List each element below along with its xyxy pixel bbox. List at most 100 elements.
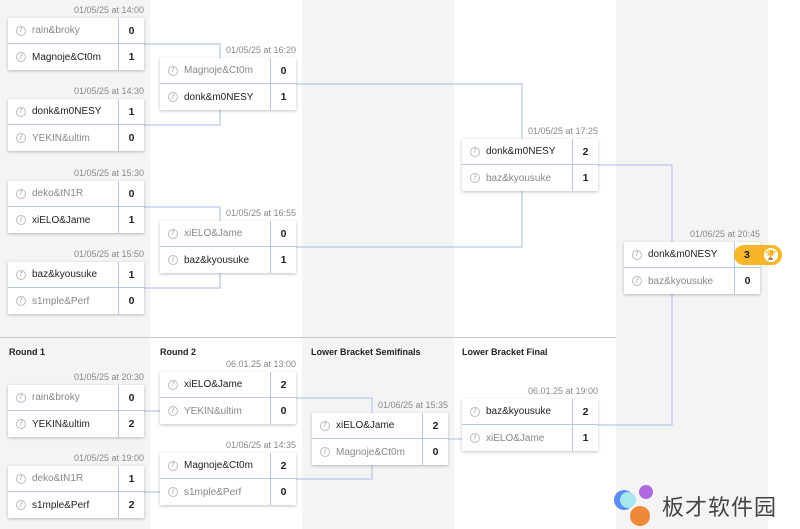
team-name: donk&m0NESY xyxy=(486,146,556,157)
team-score: 0 xyxy=(118,17,144,44)
team-logo-icon: f xyxy=(470,146,480,157)
team-score: 2 xyxy=(270,371,296,398)
match-time: 01/05/25 at 14:00 xyxy=(73,5,144,15)
team-score: 1 xyxy=(118,44,144,70)
match-time: 01/05/25 at 19:00 xyxy=(73,453,144,463)
team-row[interactable]: f deko&tN1R 0 xyxy=(8,180,144,207)
match-time: 01/05/25 at 15:30 xyxy=(73,168,144,178)
team-logo-icon: f xyxy=(16,269,26,280)
team-name: deko&tN1R xyxy=(32,473,84,484)
header-lower-final: Lower Bracket Final xyxy=(462,347,548,357)
team-name: deko&tN1R xyxy=(32,188,84,199)
match-time: 01/05/25 at 14:30 xyxy=(73,86,144,96)
team-name: YEKIN&ultim xyxy=(32,132,90,144)
team-name: YEKIN&ultim xyxy=(184,405,242,417)
team-name: rain&broky xyxy=(32,25,80,36)
team-name: donk&m0NESY xyxy=(184,91,254,103)
team-score: 0 xyxy=(270,220,296,247)
match-time: 06.01.25 at 13:00 xyxy=(225,359,296,369)
team-name: baz&kyousuke xyxy=(32,269,98,280)
team-logo-icon: f xyxy=(16,296,26,306)
team-logo-icon: f xyxy=(16,133,26,143)
team-score: 0 xyxy=(118,288,144,314)
match-time: 01/05/25 at 15:50 xyxy=(73,249,144,259)
team-score: 2 xyxy=(118,411,144,437)
team-logo-icon: f xyxy=(168,65,178,76)
team-logo-icon: f xyxy=(16,215,26,225)
team-logo-icon: f xyxy=(168,255,178,265)
team-name: xiELO&Jame xyxy=(32,214,91,226)
header-round-1: Round 1 xyxy=(9,347,45,357)
team-logo-icon: f xyxy=(320,420,330,431)
match-card[interactable]: f deko&tN1R 0 f xiELO&Jame 1 xyxy=(8,180,144,233)
team-logo-icon: f xyxy=(16,473,26,484)
connector xyxy=(296,83,523,139)
team-score: 1 xyxy=(572,425,598,451)
team-name: Magnoje&Ct0m xyxy=(184,460,253,471)
winner-score-badge: 3🏆 xyxy=(734,245,782,265)
team-score: 1 xyxy=(572,165,598,191)
match-time: 01/06/25 at 20:45 xyxy=(689,229,760,239)
team-name: xiELO&Jame xyxy=(184,379,243,390)
team-score: 1 xyxy=(270,84,296,110)
team-logo-icon: f xyxy=(16,500,26,510)
team-row[interactable]: f deko&tN1R 1 xyxy=(8,465,144,492)
team-score: 1 xyxy=(118,207,144,233)
match-time: 06.01.25 at 19:00 xyxy=(527,386,598,396)
team-name: s1mple&Perf xyxy=(32,499,90,511)
team-score: 0 xyxy=(734,268,760,294)
team-name: Magnoje&Ct0m xyxy=(336,446,405,458)
team-score: 0 xyxy=(118,180,144,207)
team-logo-icon: f xyxy=(470,406,480,417)
team-logo-icon: f xyxy=(16,188,26,199)
team-name: donk&m0NESY xyxy=(648,249,718,260)
team-score: 2 xyxy=(572,138,598,165)
team-score: 0 xyxy=(422,439,448,465)
connector xyxy=(296,397,373,413)
team-score: 2 xyxy=(572,398,598,425)
team-score: 0 xyxy=(270,57,296,84)
team-row[interactable]: f donk&m0NESY 2 xyxy=(462,138,598,165)
match-time: 01/05/25 at 16:55 xyxy=(225,208,296,218)
team-row[interactable]: f xiELO&Jame 1 xyxy=(8,207,144,233)
team-score: 1 xyxy=(118,465,144,492)
